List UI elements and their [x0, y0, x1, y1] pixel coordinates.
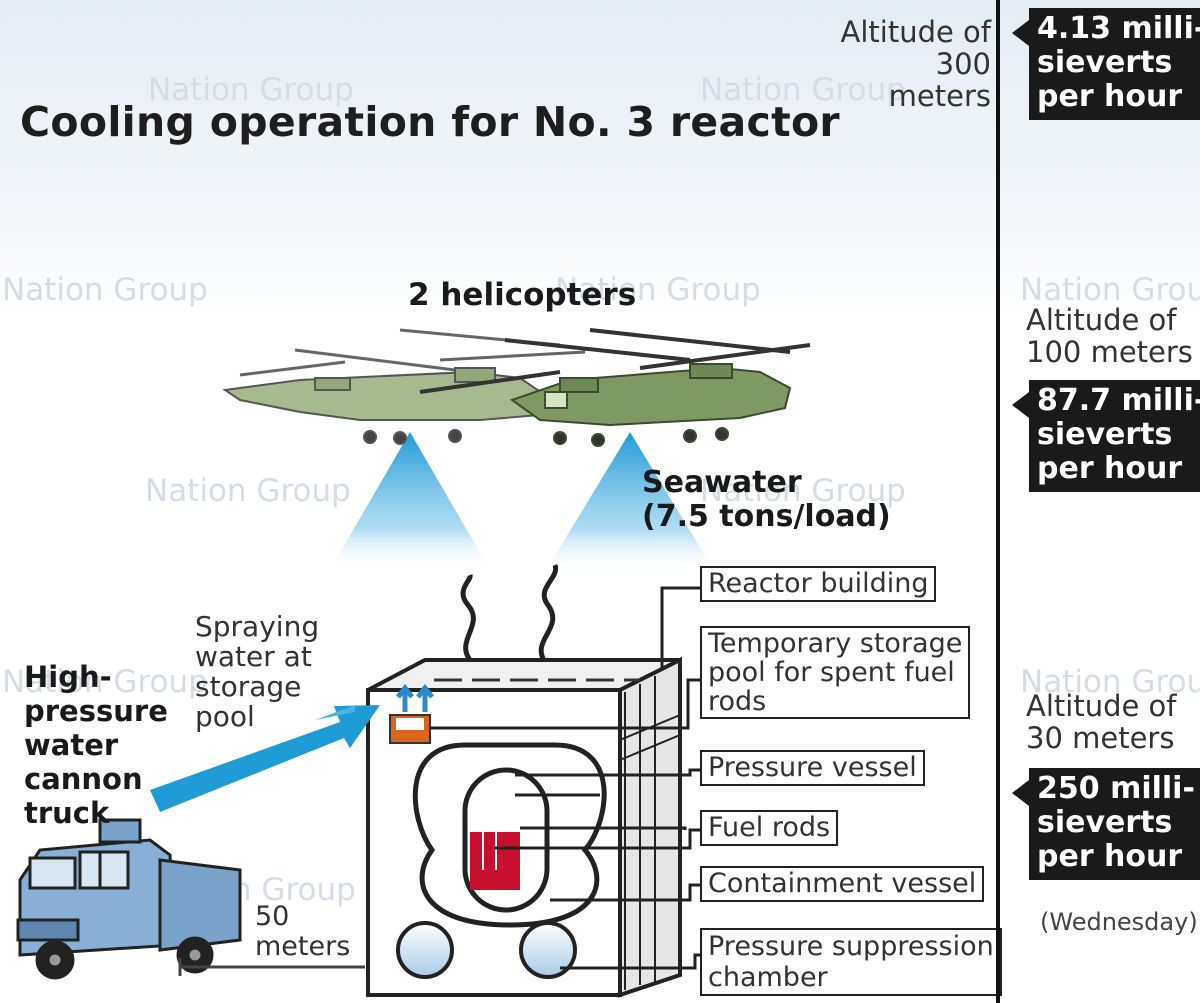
seawater-line: Seawater [642, 465, 802, 500]
suppression-chamber [519, 921, 577, 979]
altitude-line: 30 meters [1026, 721, 1175, 755]
dose-line: sieverts [1037, 417, 1173, 452]
pointer-icon [1012, 20, 1029, 46]
dose-line: per hour [1037, 839, 1183, 874]
altitude-100: Altitude of 100 meters [1026, 304, 1193, 368]
altitude-axis [996, 0, 1000, 1003]
dose-badge-300: 4.13 milli- sieverts per hour [1029, 8, 1200, 120]
date-note: (Wednesday) [1040, 908, 1198, 936]
spraying-line: pool [195, 700, 255, 733]
label-reactor-building: Reactor building [700, 566, 937, 602]
watermark: Nation Group [145, 473, 351, 509]
seawater-label: Seawater (7.5 tons/load) [642, 466, 891, 534]
watermark: Nation Group [700, 72, 906, 108]
truck-icon [16, 818, 242, 980]
distance-value: 50 [255, 901, 290, 932]
dose-badge-100: 87.7 milli- sieverts per hour [1029, 380, 1200, 492]
altitude-line: 300 meters [888, 47, 991, 113]
spraying-line: storage [195, 670, 302, 703]
watermark: Nation Group [2, 664, 208, 700]
distance-label: 50 meters [255, 902, 350, 962]
label-line: chamber [708, 962, 828, 993]
spraying-line: Spraying [195, 610, 320, 643]
truck-line: High- [24, 660, 112, 694]
suppression-chamber [396, 921, 454, 979]
dose-line: sieverts [1037, 45, 1173, 80]
label-pressure-vessel: Pressure vessel [700, 750, 925, 786]
helicopter-icon [222, 328, 586, 445]
dose-line: 4.13 milli- [1037, 11, 1200, 46]
truck-label: High- pressure water cannon truck [24, 660, 168, 830]
watermark: Nation Group [1020, 272, 1200, 308]
altitude-30: Altitude of 30 meters [1026, 690, 1177, 754]
seawater-line: (7.5 tons/load) [642, 499, 891, 534]
watermark: Nation Group [148, 72, 354, 108]
helicopter-icon [419, 328, 811, 447]
dose-line: per hour [1037, 451, 1183, 486]
altitude-line: Altitude of [1026, 303, 1177, 337]
truck-line: truck [24, 796, 110, 830]
label-storage-pool: Temporary storage pool for spent fuel ro… [700, 626, 971, 719]
label-suppression-chamber: Pressure suppression chamber [700, 928, 1002, 996]
water-spray-right [545, 432, 715, 572]
label-fuel-rods: Fuel rods [700, 810, 839, 846]
label-line: pool for spent fuel [708, 657, 955, 688]
altitude-line: 100 meters [1026, 335, 1193, 369]
water-spray-left [330, 432, 490, 570]
dose-line: sieverts [1037, 805, 1173, 840]
watermark: Nation Group [2, 272, 208, 308]
page-title: Cooling operation for No. 3 reactor [20, 98, 840, 146]
pointer-icon [1012, 780, 1029, 806]
spraying-line: water at [195, 640, 312, 673]
dose-line: per hour [1037, 79, 1183, 114]
watermark: Nation Group [555, 272, 761, 308]
label-containment-vessel: Containment vessel [700, 866, 985, 902]
smoke-icon [538, 564, 559, 664]
altitude-line: Altitude of [1026, 689, 1177, 723]
altitude-300: Altitude of 300 meters [825, 15, 992, 113]
label-line: rods [708, 686, 767, 717]
water-cannon-arrow [150, 705, 380, 812]
smoke-icon [460, 574, 476, 662]
watermark: Nation Group [700, 473, 906, 509]
label-line: Pressure suppression [708, 931, 994, 962]
truck-line: cannon [24, 762, 143, 796]
label-line: Temporary storage [708, 628, 963, 659]
truck-line: pressure [24, 694, 168, 728]
helicopters-label: 2 helicopters [408, 277, 637, 313]
dose-line: 250 milli- [1037, 771, 1195, 806]
spraying-label: Spraying water at storage pool [195, 612, 319, 732]
watermark: Nation Group [1020, 664, 1200, 700]
truck-line: water [24, 728, 119, 762]
dose-line: 87.7 milli- [1037, 383, 1200, 418]
dose-badge-30: 250 milli- sieverts per hour [1029, 768, 1200, 880]
pointer-icon [1012, 392, 1029, 418]
altitude-line: Altitude of [840, 15, 992, 49]
distance-unit: meters [255, 931, 351, 962]
